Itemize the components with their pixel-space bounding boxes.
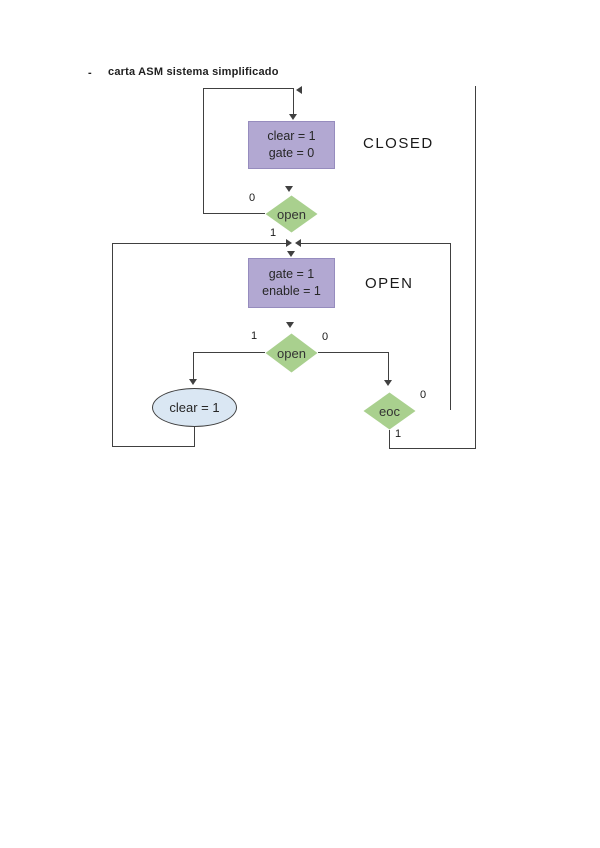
state-label-open: OPEN bbox=[365, 275, 414, 292]
arrow-right-icon bbox=[286, 239, 292, 247]
decision-label: open bbox=[277, 206, 306, 222]
title-bullet: - bbox=[88, 67, 92, 79]
branch-label-0: 0 bbox=[249, 192, 256, 204]
branch-label-1: 1 bbox=[395, 428, 402, 440]
connector-line bbox=[203, 213, 265, 214]
diamond-shape-icon bbox=[363, 392, 416, 430]
action-label: clear = 1 bbox=[169, 400, 220, 415]
branch-label-0: 0 bbox=[322, 331, 329, 343]
decision-label: eoc bbox=[379, 403, 400, 419]
connector-line bbox=[112, 243, 113, 446]
connector-line bbox=[389, 430, 390, 448]
decision-label: open bbox=[277, 345, 306, 361]
diamond-shape-icon bbox=[265, 333, 318, 373]
decision-open-2: open bbox=[265, 333, 318, 373]
arrow-down-icon bbox=[384, 380, 392, 386]
connector-line bbox=[301, 243, 450, 244]
connector-line bbox=[194, 426, 195, 446]
connector-line bbox=[318, 352, 389, 353]
arrow-left-icon bbox=[296, 86, 302, 94]
state-label-closed: CLOSED bbox=[363, 135, 434, 152]
decision-open-1: open bbox=[265, 195, 318, 233]
connector-line bbox=[293, 88, 294, 115]
state-output-line: gate = 0 bbox=[268, 146, 315, 160]
arrow-down-icon bbox=[189, 379, 197, 385]
closed-state-box: clear = 1 gate = 0 bbox=[248, 121, 335, 169]
arrow-down-icon bbox=[289, 114, 297, 120]
open-state-box: gate = 1 enable = 1 bbox=[248, 258, 335, 308]
connector-line bbox=[388, 352, 389, 380]
connector-line bbox=[193, 352, 194, 379]
page-title: carta ASM sistema simplificado bbox=[108, 66, 279, 78]
connector-line bbox=[203, 88, 294, 89]
connector-line bbox=[112, 446, 195, 447]
arrow-down-icon bbox=[286, 322, 294, 328]
decision-eoc: eoc bbox=[363, 392, 416, 430]
state-output-line: clear = 1 bbox=[267, 129, 316, 143]
connector-line bbox=[193, 352, 265, 353]
state-output-line: gate = 1 bbox=[268, 267, 315, 281]
state-output-line: enable = 1 bbox=[262, 284, 321, 298]
connector-line bbox=[203, 88, 204, 214]
action-clear-ellipse: clear = 1 bbox=[152, 388, 237, 427]
connector-line bbox=[475, 86, 476, 449]
connector-line bbox=[389, 448, 476, 449]
arrow-left-icon bbox=[295, 239, 301, 247]
arrow-down-icon bbox=[285, 186, 293, 192]
arrow-down-icon bbox=[287, 251, 295, 257]
branch-label-1: 1 bbox=[251, 330, 258, 342]
connector-line bbox=[112, 243, 286, 244]
diamond-shape-icon bbox=[265, 195, 318, 233]
branch-label-1: 1 bbox=[270, 227, 277, 239]
branch-label-0: 0 bbox=[420, 389, 427, 401]
connector-line bbox=[450, 243, 451, 410]
